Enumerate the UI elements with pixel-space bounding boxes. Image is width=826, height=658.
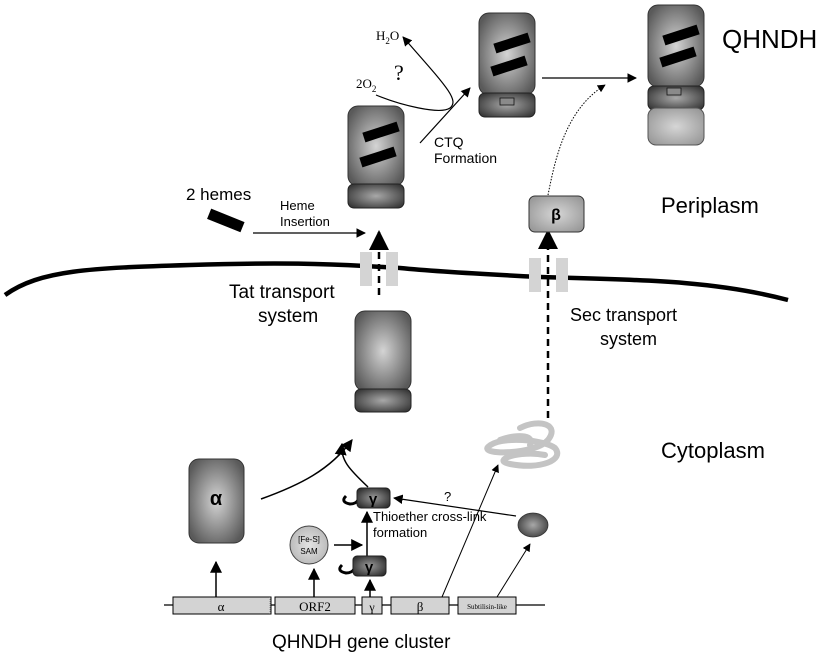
gamma-subunit-mature: γ <box>342 487 391 509</box>
protein-cytoplasm-precursor <box>354 310 412 413</box>
protein-heme-inserted <box>347 105 405 209</box>
svg-text:β: β <box>417 599 424 614</box>
gene-beta <box>390 596 450 615</box>
subtilisin-gene-arrow <box>496 543 531 598</box>
gene-gamma <box>361 596 383 615</box>
svg-text:γ: γ <box>369 491 378 508</box>
membrane-line <box>3 261 789 303</box>
ctq-formation-arrow <box>419 87 471 144</box>
svg-text:SAM: SAM <box>300 547 318 556</box>
label-o2: 2O2 <box>356 76 376 94</box>
protease-to-gamma-arrow <box>393 494 517 517</box>
beta-gene-arrow <box>441 464 499 598</box>
gene-subtilisin <box>457 596 517 615</box>
alpha-subunit: α <box>188 458 245 544</box>
qhndh-complex <box>647 4 705 146</box>
label-heme-insertion-2: Insertion <box>280 214 330 229</box>
label-sec-line2: system <box>600 329 657 349</box>
unfolded-beta-polypeptide <box>484 420 561 469</box>
svg-text:α: α <box>210 488 223 510</box>
label-ctq-1: CTQ <box>434 134 464 150</box>
subtilisin-protease <box>517 512 549 538</box>
title-qhndh: QHNDH <box>722 24 817 54</box>
label-thioether-1: Thioether cross-link <box>373 509 487 524</box>
svg-text:γ: γ <box>368 600 375 614</box>
label-h2o: H2O <box>376 28 399 46</box>
svg-text:[Fe-S]: [Fe-S] <box>298 535 320 544</box>
fes-sam-enzyme: [Fe-S] SAM <box>289 525 329 565</box>
heme-icon <box>207 208 245 233</box>
label-hemes: 2 hemes <box>186 185 251 204</box>
gene-cluster: α ORF2 γ β Subtilisin-like <box>164 596 545 615</box>
tat-channel <box>360 252 398 286</box>
protein-ctq-formed <box>478 12 536 118</box>
o2-consumption-curve <box>375 36 454 111</box>
label-sec-line1: Sec transport <box>570 305 677 325</box>
svg-text:ORF2: ORF2 <box>299 599 331 614</box>
svg-text:β: β <box>551 207 561 224</box>
label-tat-line1: Tat transport <box>229 282 335 303</box>
gene-cluster-caption: QHNDH gene cluster <box>272 632 451 653</box>
svg-text:γ: γ <box>365 559 374 576</box>
gamma-to-complex-arrow <box>334 442 369 488</box>
gamma-subunit-precursor: γ <box>338 555 387 577</box>
gene-alpha <box>172 596 272 615</box>
label-periplasm: Periplasm <box>661 193 759 218</box>
sec-channel <box>529 258 568 292</box>
alpha-to-complex-arrow <box>260 439 353 500</box>
question-mark-top: ? <box>394 60 404 85</box>
svg-text:Subtilisin-like: Subtilisin-like <box>467 603 507 611</box>
svg-text:α: α <box>218 599 225 614</box>
beta-to-complex-arrow <box>547 84 606 196</box>
question-mark-mid: ? <box>444 489 451 504</box>
label-cytoplasm: Cytoplasm <box>661 438 765 463</box>
gene-orf2 <box>274 596 356 615</box>
beta-subunit-periplasm: β <box>528 195 585 233</box>
label-heme-insertion-1: Heme <box>280 198 315 213</box>
label-thioether-2: formation <box>373 525 427 540</box>
label-tat-line2: system <box>258 306 318 327</box>
label-ctq-2: Formation <box>434 150 497 166</box>
